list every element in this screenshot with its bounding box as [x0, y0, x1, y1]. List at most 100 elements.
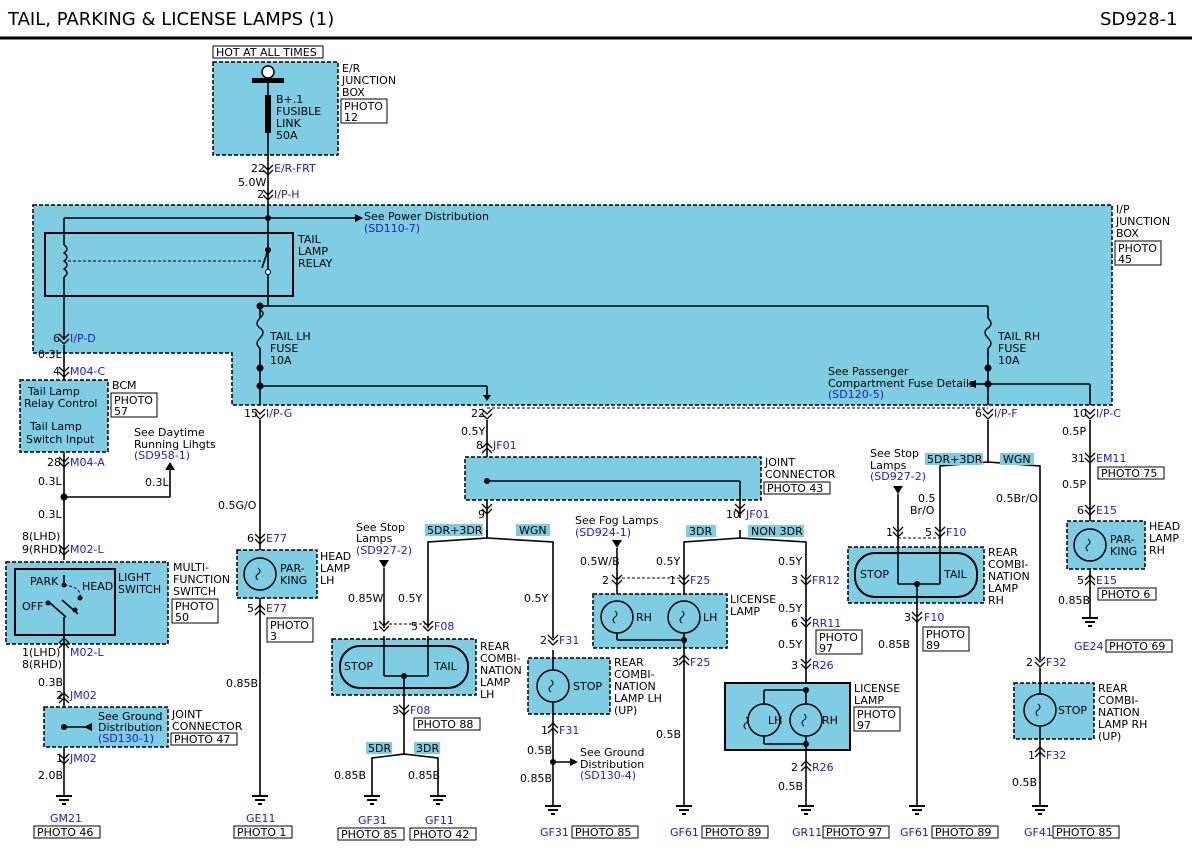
lic2-photo-2: 97	[857, 719, 871, 732]
bcm-2: Relay Control	[24, 397, 97, 410]
pin-f10-5: 5	[925, 526, 932, 539]
ground-icon	[251, 789, 269, 805]
gnd-gr11: GR11	[792, 826, 822, 839]
rcl-rh-4: LAMP	[988, 582, 1018, 595]
pin-m04a: 28	[47, 456, 61, 469]
fuse-lh-1: TAIL LH	[269, 330, 311, 343]
stop-lh-label: STOP	[573, 680, 602, 693]
conn-ipc: I/P-C	[1096, 407, 1121, 420]
conn-f32-bot: F32	[1046, 749, 1066, 762]
photo-gr11: PHOTO 97	[826, 826, 882, 839]
see-fog-ref: (SD924-1)	[575, 526, 631, 539]
ip-box-label-2: JUNCTION	[1115, 215, 1170, 228]
er-box-label-1: E/R	[342, 62, 361, 75]
conn-f10-b: F10	[924, 611, 944, 624]
bcm-photo-1: PHOTO	[114, 394, 153, 407]
conn-f08: F08	[434, 620, 454, 633]
conn-f10: F10	[946, 526, 966, 539]
see-stop-r-1: See Stop	[870, 447, 919, 460]
pin-ipc: 10	[1073, 407, 1087, 420]
ground-icon	[797, 799, 815, 815]
wire-05b-lic-b: 0.5B	[778, 780, 803, 793]
conn-fr12: FR12	[812, 574, 840, 587]
see-gnd-2: Distribution	[98, 721, 162, 734]
lic2-rh: RH	[822, 714, 838, 727]
hot-at-all-times-label: HOT AT ALL TIMES	[216, 46, 317, 59]
head-lh-3: LH	[320, 574, 334, 587]
fuse-lh-3: 10A	[270, 354, 292, 367]
conn-m04c: M04-C	[70, 365, 105, 378]
fuse-label-1: B+.1	[276, 93, 303, 106]
pin-f31-1: 1	[541, 724, 548, 737]
conn-f31-top: F31	[559, 634, 579, 647]
head-rh-1: HEAD	[1149, 520, 1180, 533]
pin-f10-3: 3	[904, 611, 911, 624]
e77-photo-2: 3	[270, 630, 277, 643]
conn-jf01: JF01	[492, 439, 517, 452]
wire-05bro-c: 0.5Br/O	[996, 492, 1038, 505]
relay-label-1: TAIL	[297, 233, 322, 246]
pin-9: 9	[478, 508, 485, 521]
pin-f32-2: 2	[1026, 656, 1033, 669]
conn-ipd: I/P-D	[70, 332, 96, 345]
fuse-rh-2: FUSE	[998, 342, 1026, 355]
see-stop-mid-ref: (SD927-2)	[356, 544, 412, 557]
gnd-ge11-photo: PHOTO 1	[237, 826, 286, 839]
park-rh-2: KING	[1110, 545, 1137, 558]
head-rh-2: LAMP	[1149, 532, 1179, 545]
parking-lamp-rh-icon	[1073, 528, 1107, 562]
jc-l-1: JOINT	[171, 708, 202, 721]
ip-box-label-1: I/P	[1116, 203, 1130, 216]
conn-m02-bot: M02-L	[70, 646, 104, 659]
pin-jm02-bot: 1	[56, 752, 63, 765]
pin-m04c: 4	[53, 365, 60, 378]
pin-r26-b: 2	[791, 761, 798, 774]
wire-05y-lic-c: 0.5Y	[778, 602, 802, 615]
rcl-rh-5: RH	[988, 594, 1004, 607]
e77-photo-1: PHOTO	[270, 619, 309, 632]
tag-5dr3dr-mid: 5DR+3DR	[427, 524, 483, 537]
pin-jf01: 8	[476, 439, 483, 452]
wire-085b-rh: 0.85B	[1058, 594, 1090, 607]
photo-gf31b: PHOTO 85	[575, 826, 631, 839]
light-switch	[14, 568, 116, 636]
conn-e77-bot: E77	[266, 602, 287, 615]
wire-05y-lic-b: 0.5Y	[778, 555, 802, 568]
rcl-lh-3: NATION	[480, 664, 522, 677]
rcl-up-rh-2: COMBI-	[1098, 694, 1139, 707]
lic2-lh: LH	[768, 714, 782, 727]
photo-gf41: PHOTO 85	[1056, 826, 1112, 839]
jc-l-2: CONNECTOR	[172, 720, 243, 733]
bcm-4: Switch Input	[26, 433, 95, 446]
conn-f32-top: F32	[1046, 656, 1066, 669]
rcl-lh-2: COMBI-	[480, 652, 521, 665]
tag-wgn-mid: WGN	[519, 524, 547, 537]
pin-f08-3: 3	[392, 704, 399, 717]
lic2-photo-1: PHOTO	[857, 708, 896, 721]
rcl-up-rh-4: LAMP RH	[1098, 718, 1147, 731]
conn-ipg: I/P-G	[266, 407, 292, 420]
conn-e77-top: E77	[266, 532, 287, 545]
pin-e77-top: 6	[247, 532, 254, 545]
wire-03l-a: 0.3L	[38, 348, 62, 361]
rcl-lh-tail: TAIL	[433, 660, 458, 673]
tag-wgn-r: WGN	[1003, 453, 1031, 466]
pin-ipd: 6	[53, 332, 60, 345]
rr11-photo-1: PHOTO	[819, 631, 858, 644]
fuse-rh-3: 10A	[998, 354, 1020, 367]
license-lamp-non3dr	[724, 682, 851, 751]
page-id: SD928-1	[1100, 9, 1178, 30]
wire-05y-lic: 0.5Y	[656, 555, 680, 568]
tag-3dr-mid: 3DR	[416, 742, 439, 755]
wire-03l-c: 0.3L	[38, 508, 62, 521]
lic2-1: LICENSE	[854, 682, 900, 695]
conn-f25-b: F25	[690, 656, 710, 669]
fuse-lh-2: FUSE	[270, 342, 298, 355]
conn-jm02-bot: JM02	[69, 752, 97, 765]
wire-05bro-1: 0.5	[918, 492, 936, 505]
er-box-label-3: BOX	[342, 86, 365, 99]
pin-f31-2: 2	[540, 634, 547, 647]
bcm-3: Tail Lamp	[29, 420, 82, 433]
er-photo-2: 12	[344, 111, 358, 124]
